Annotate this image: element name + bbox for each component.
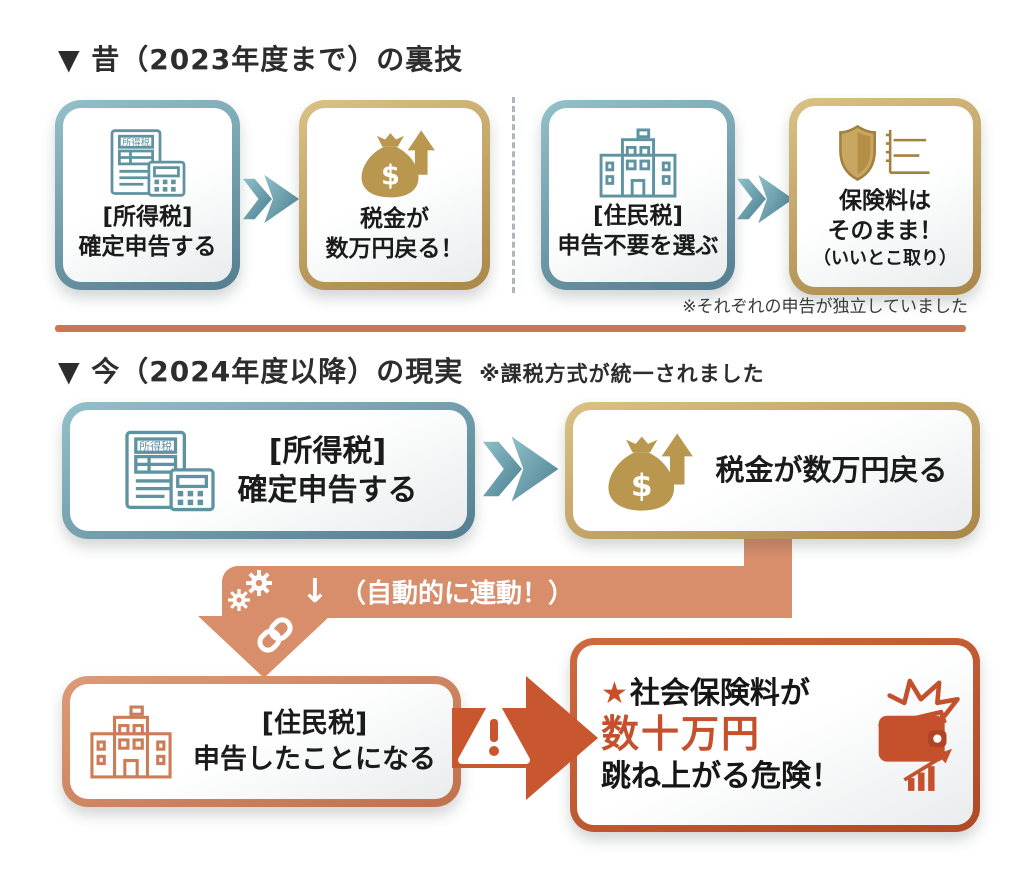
city-hall-icon (90, 705, 172, 778)
danger-amount: 数十万円 (601, 712, 762, 757)
new-section-title-row: ▼ 今（2024年度以降）の現実 ※課税方式が統一されました (58, 350, 765, 390)
box-label-line: 申告したことになる (193, 743, 436, 775)
new-box-refund: $ 税金が数万円戻る (565, 402, 980, 539)
auto-link-label: （自動的に連動！） (340, 579, 575, 609)
box-label-line: 数万円戻る！ (325, 236, 464, 262)
chevron-arrow-icon (243, 174, 300, 224)
connector-pipe-horizontal (222, 566, 792, 618)
old-box-insurance: 保険料は そのまま！ （いいとこ取り） (789, 98, 981, 295)
box-label-line: [所得税] (268, 433, 387, 469)
tax-document-calculator-icon: 所得税 (124, 430, 215, 511)
box-label-line: 税金が (360, 206, 429, 233)
wallet-burst-chart-icon (878, 678, 960, 791)
chain-link-icon (257, 617, 293, 653)
star-icon: ★ (601, 675, 628, 711)
new-box-danger: ★社会保険料が 数十万円 跳ね上がる危険！ (570, 638, 980, 832)
new-box-income-tax: 所得税 [所得税] 確定申告する (62, 402, 475, 539)
old-section-note: ※それぞれの申告が独立していました (682, 297, 968, 317)
box-label-line: [住民税] (592, 203, 684, 230)
old-box-income-tax: 所得税 [所得税] 確定申告する (55, 100, 240, 290)
box-label-line: [所得税] (102, 204, 193, 231)
warning-arrow-icon (452, 676, 598, 800)
money-bag-up-icon: $ (361, 130, 435, 198)
dashed-divider (512, 97, 515, 293)
box-label-line: 確定申告する (237, 472, 418, 508)
danger-line-3: 跳ね上がる危険！ (601, 758, 841, 794)
box-label-line: （いいとこ取り） (813, 247, 957, 269)
new-section-subtitle: ※課税方式が統一されました (479, 362, 765, 386)
section-divider (55, 325, 966, 332)
old-box-resident-tax: [住民税] 申告不要を選ぶ (541, 100, 735, 290)
down-arrow-glyph: ↓ (301, 571, 329, 610)
svg-text:$: $ (381, 161, 400, 192)
gears-icon (228, 570, 272, 611)
old-section-title: ▼ 昔（2023年度まで）の裏技 (58, 43, 464, 76)
box-label-line: 保険料は (839, 187, 931, 214)
box-label-line: [住民税] (261, 708, 368, 740)
chevron-arrow-icon (483, 436, 559, 502)
new-section-title: ▼ 今（2024年度以降）の現実 (58, 355, 464, 388)
box-label-line: 確定申告する (78, 234, 217, 260)
city-hall-icon (599, 128, 677, 198)
box-label-line: 税金が数万円戻る (715, 452, 948, 487)
money-bag-up-icon: $ (608, 433, 694, 511)
chevron-arrow-icon (737, 174, 794, 224)
new-box-resident-tax: [住民税] 申告したことになる (62, 676, 461, 807)
svg-text:所得税: 所得税 (139, 439, 172, 453)
danger-line-1: ★社会保険料が (601, 675, 810, 711)
old-box-refund: $ 税金が 数万円戻る！ (299, 100, 490, 290)
svg-text:所得税: 所得税 (122, 137, 150, 149)
box-label-line: そのまま！ (827, 217, 943, 244)
tax-document-calculator-icon: 所得税 (110, 129, 185, 197)
shield-chart-icon (839, 124, 930, 181)
box-label-line: 申告不要を選ぶ (557, 233, 719, 259)
svg-text:$: $ (631, 468, 653, 504)
